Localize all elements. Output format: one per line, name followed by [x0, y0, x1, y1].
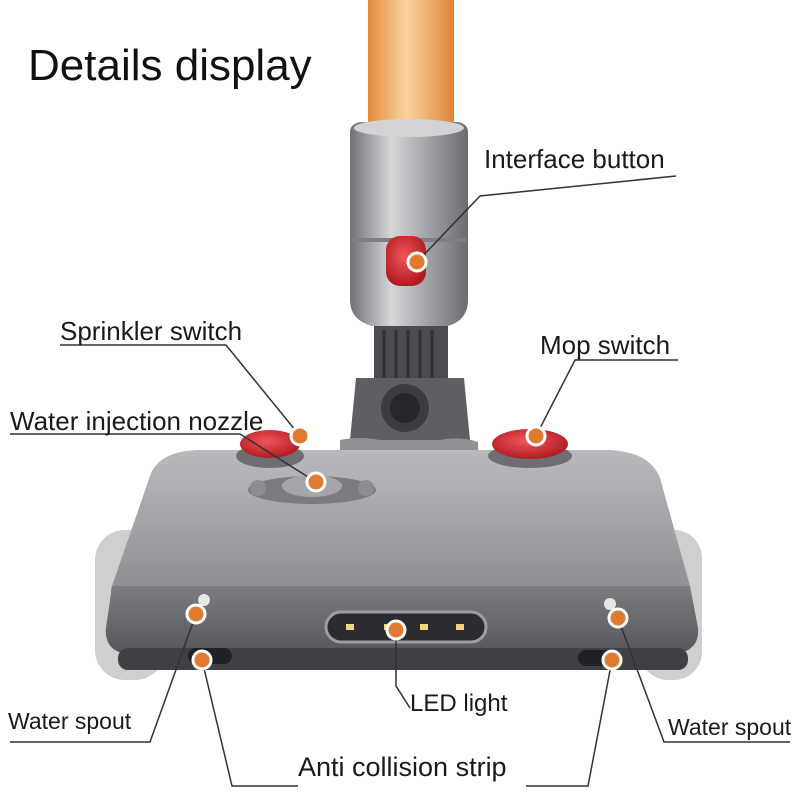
marker-dot: [305, 471, 327, 493]
neck-ribs: [374, 326, 448, 386]
mop-head-top: [111, 450, 691, 600]
callout-water-spout-left: Water spout: [8, 708, 132, 734]
callout-sprinkler-switch: Sprinkler switch: [60, 316, 243, 346]
marker-dot: [191, 649, 213, 671]
marker-dot: [406, 251, 428, 273]
page-title: Details display: [28, 41, 312, 90]
marker-dot: [385, 619, 407, 641]
sprinkler-switch: [240, 430, 300, 458]
callout-water-injection-nozzle: Water injection nozzle: [10, 406, 264, 436]
callout-led-light: LED light: [410, 690, 508, 717]
marker-dot: [607, 607, 629, 629]
callout-mop-switch: Mop switch: [540, 330, 671, 360]
handle-tube: [368, 0, 454, 140]
interface-button: [386, 236, 426, 286]
connector-body: [350, 122, 468, 326]
marker-dot: [289, 425, 311, 447]
marker-dot: [601, 649, 623, 671]
callout-water-spout-right: Water spout: [668, 714, 792, 740]
callout-anti-collision-strip: Anti collision strip: [298, 752, 507, 782]
callout-interface-button: Interface button: [484, 144, 665, 174]
bottom-bumper: [118, 648, 688, 670]
marker-dot: [525, 425, 547, 447]
marker-dot: [185, 603, 207, 625]
